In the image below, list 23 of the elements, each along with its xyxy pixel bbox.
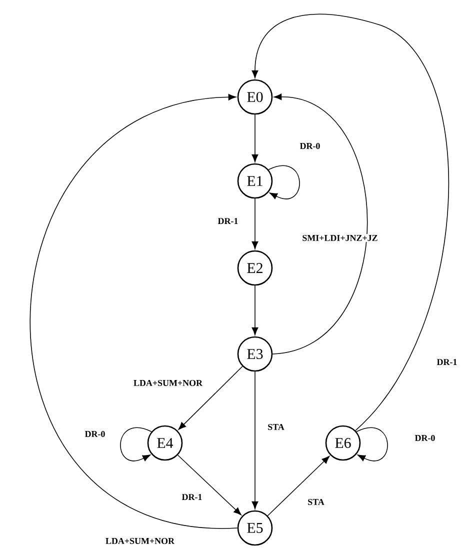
- arrow: [252, 14, 449, 431]
- edge-label: LDA+SUM+NOR: [104, 536, 176, 545]
- arrow: [268, 165, 300, 200]
- arrow: [356, 427, 388, 462]
- arrow: [267, 456, 330, 516]
- arrow: [252, 285, 258, 336]
- arrow: [272, 94, 368, 354]
- edge-label: DR-1: [180, 493, 204, 501]
- edge-label: STA: [306, 498, 326, 506]
- arrow: [177, 454, 242, 516]
- edge-label: DR-1: [436, 358, 458, 366]
- edge-label: DR-0: [298, 142, 322, 150]
- edge-label: DR-0: [414, 434, 436, 442]
- edge-label: SMI+LDI+JNZ+JZ: [301, 234, 379, 242]
- arrow: [178, 366, 243, 430]
- edge-label: DR-0: [84, 430, 106, 438]
- arrow: [120, 427, 152, 462]
- edge-label: LDA+SUM+NOR: [132, 378, 204, 387]
- edge-label: STA: [266, 422, 286, 431]
- arrow: [252, 371, 258, 510]
- arrow: [252, 114, 258, 162]
- arrow: [252, 198, 258, 250]
- edge-label: DR-1: [216, 217, 240, 225]
